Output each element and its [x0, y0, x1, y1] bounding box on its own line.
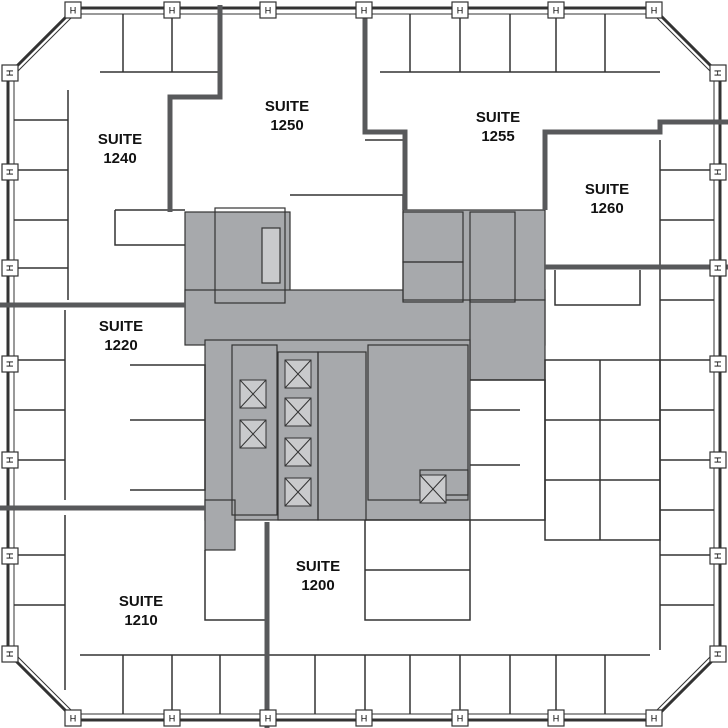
h-marker: H: [645, 1, 663, 19]
h-marker: H: [355, 1, 373, 19]
h-marker: H: [709, 163, 727, 181]
svg-text:H: H: [713, 361, 723, 368]
suite-1240-label: SUITE 1240: [75, 130, 165, 168]
svg-text:H: H: [713, 265, 723, 272]
elevator-icon: [239, 419, 267, 449]
h-marker: H: [645, 709, 663, 727]
svg-text:H: H: [5, 651, 15, 658]
h-marker: H: [1, 163, 19, 181]
suite-1210-label: SUITE 1210: [96, 592, 186, 630]
h-marker: H: [547, 1, 565, 19]
h-marker: H: [451, 709, 469, 727]
svg-text:H: H: [265, 6, 272, 16]
suite-1200-label: SUITE 1200: [273, 557, 363, 595]
suite-number: 1210: [124, 612, 158, 629]
suite-1220-label: SUITE 1220: [76, 317, 166, 355]
svg-text:H: H: [361, 6, 368, 16]
svg-text:H: H: [5, 169, 15, 176]
h-marker: H: [709, 355, 727, 373]
h-marker: H: [259, 709, 277, 727]
svg-text:H: H: [5, 553, 15, 560]
h-marker: H: [451, 1, 469, 19]
suite-1260-label: SUITE 1260: [562, 180, 652, 218]
h-marker: H: [163, 709, 181, 727]
h-marker: H: [1, 451, 19, 469]
h-marker: H: [709, 451, 727, 469]
suite-word: SUITE: [264, 98, 310, 115]
suite-word: SUITE: [475, 109, 521, 126]
svg-text:H: H: [713, 651, 723, 658]
h-marker: H: [355, 709, 373, 727]
svg-text:H: H: [265, 714, 272, 724]
h-marker: H: [259, 1, 277, 19]
h-marker: H: [709, 64, 727, 82]
svg-text:H: H: [651, 714, 658, 724]
svg-text:H: H: [5, 361, 15, 368]
elevator-icon: [284, 437, 312, 467]
svg-text:H: H: [5, 457, 15, 464]
suite-number: 1220: [104, 337, 138, 354]
suite-1255-label: SUITE 1255: [453, 108, 543, 146]
h-marker: H: [64, 709, 82, 727]
suite-word: SUITE: [118, 593, 164, 610]
h-marker: H: [709, 547, 727, 565]
h-marker: H: [1, 547, 19, 565]
suite-number: 1240: [103, 150, 137, 167]
h-marker: H: [163, 1, 181, 19]
suite-number: 1260: [590, 200, 624, 217]
suite-number: 1250: [270, 117, 304, 134]
svg-text:H: H: [713, 553, 723, 560]
svg-text:H: H: [713, 169, 723, 176]
svg-text:H: H: [169, 714, 176, 724]
svg-text:H: H: [651, 6, 658, 16]
elevator-icon: [284, 359, 312, 389]
h-marker: H: [1, 64, 19, 82]
suite-number: 1200: [301, 577, 335, 594]
h-marker: H: [709, 259, 727, 277]
svg-text:H: H: [361, 714, 368, 724]
h-marker: H: [547, 709, 565, 727]
suite-word: SUITE: [584, 181, 630, 198]
svg-text:H: H: [70, 6, 77, 16]
elevator-icon: [239, 379, 267, 409]
suite-demising-walls: [0, 5, 728, 728]
svg-text:H: H: [553, 714, 560, 724]
elevator-icons: [239, 359, 447, 507]
svg-text:H: H: [553, 6, 560, 16]
h-marker: H: [1, 645, 19, 663]
suite-number: 1255: [481, 128, 515, 145]
svg-text:H: H: [713, 70, 723, 77]
svg-text:H: H: [70, 714, 77, 724]
svg-text:H: H: [713, 457, 723, 464]
h-marker: H: [64, 1, 82, 19]
h-marker: H: [709, 645, 727, 663]
suite-1250-label: SUITE 1250: [242, 97, 332, 135]
svg-text:H: H: [5, 70, 15, 77]
svg-text:H: H: [169, 6, 176, 16]
h-marker: H: [1, 355, 19, 373]
elevator-icon: [284, 477, 312, 507]
suite-word: SUITE: [98, 318, 144, 335]
svg-text:H: H: [5, 265, 15, 272]
suite-word: SUITE: [97, 131, 143, 148]
svg-text:H: H: [457, 714, 464, 724]
elevator-icon: [284, 397, 312, 427]
elevator-icon: [419, 474, 447, 504]
svg-text:H: H: [457, 6, 464, 16]
h-marker: H: [1, 259, 19, 277]
suite-word: SUITE: [295, 558, 341, 575]
